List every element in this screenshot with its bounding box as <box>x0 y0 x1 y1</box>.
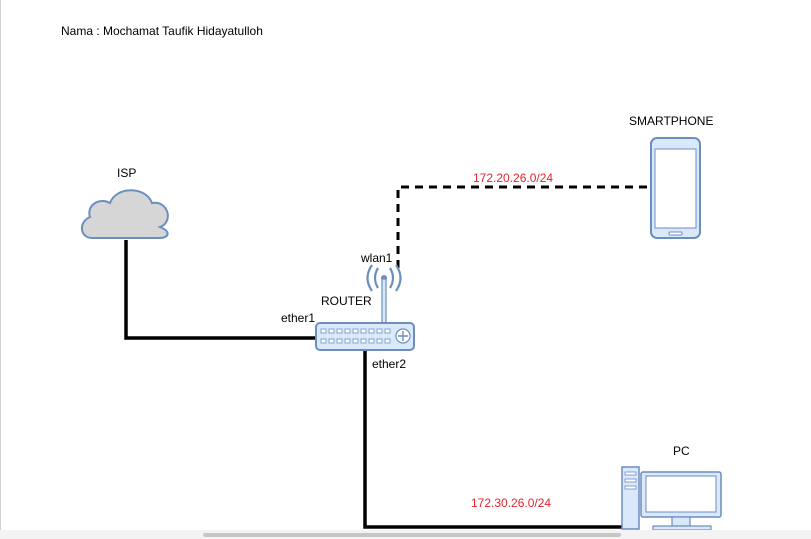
interface-wlan1-label: wlan1 <box>361 251 393 265</box>
interface-ether2-label: ether2 <box>372 357 407 371</box>
router-icon[interactable] <box>315 264 415 351</box>
link-isp-router[interactable] <box>124 240 316 340</box>
link-router-pc[interactable] <box>363 350 622 529</box>
smartphone-icon[interactable] <box>650 137 701 239</box>
interface-ether1-label: ether1 <box>281 311 316 325</box>
wireless-network-label: 172.20.26.0/24 <box>473 171 554 185</box>
lan-network-label: 172.30.26.0/24 <box>471 496 552 510</box>
smartphone-label: SMARTPHONE <box>629 114 714 128</box>
pc-label: PC <box>673 444 690 458</box>
router-label: ROUTER <box>321 294 372 308</box>
cloud-icon[interactable] <box>81 189 169 239</box>
author-name: Nama : Mochamat Taufik Hidayatulloh <box>61 24 263 38</box>
horizontal-scrollbar-thumb[interactable] <box>203 533 621 537</box>
canvas-left-border <box>0 0 1 530</box>
desktop-pc-icon[interactable] <box>621 466 722 531</box>
link-router-smartphone-wireless[interactable] <box>396 185 651 268</box>
isp-label: ISP <box>117 166 137 180</box>
